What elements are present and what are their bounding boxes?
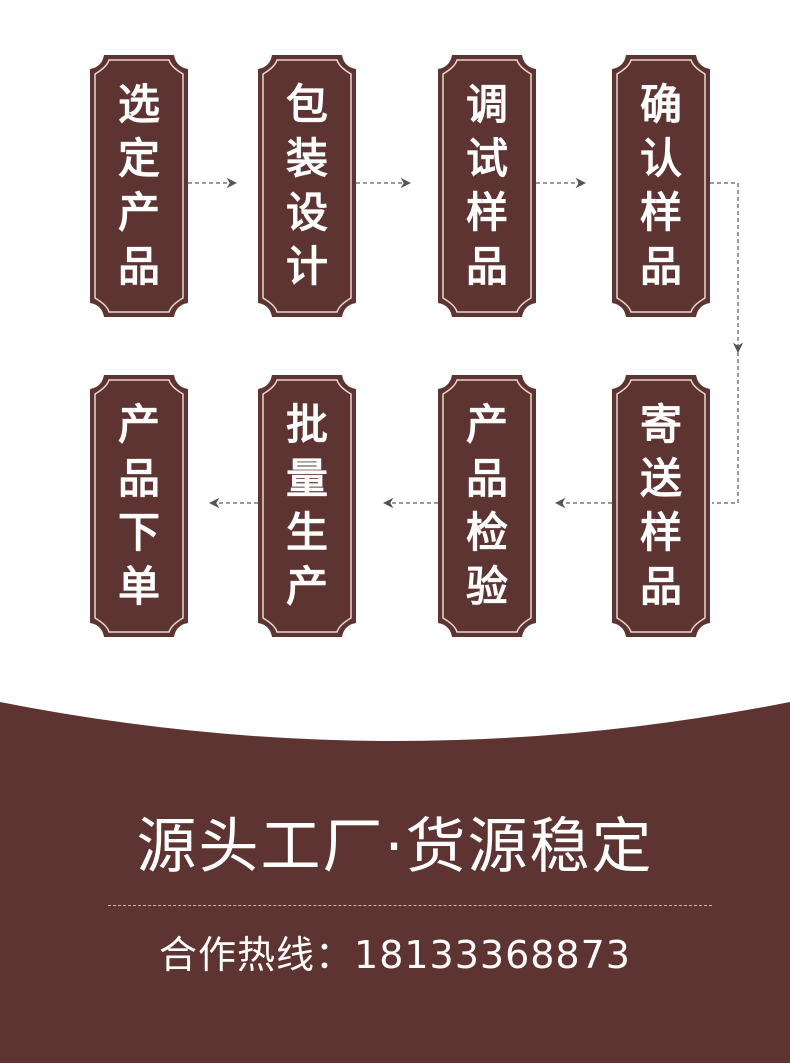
step-product-inspection: 产品检验 [438,375,536,637]
step-label-char: 送 [639,454,682,503]
step-label-char: 产 [117,188,160,237]
step-label-char: 调 [465,80,508,129]
plate-fill [90,375,188,637]
step-label-char: 品 [639,562,682,611]
footer-curve-shape [0,702,790,1063]
hotline-text: 合作热线：18133368873 [159,933,631,977]
step-label-char: 批 [285,400,328,449]
step-label-char: 品 [117,242,160,291]
step-plate-shape [612,55,710,317]
step-plate-shape [258,55,356,317]
step-label-char: 计 [285,242,328,291]
plate-fill [438,55,536,317]
plate-fill [258,375,356,637]
step-label-char: 样 [639,188,682,237]
step-label: 产品下单 [90,399,188,613]
step-label-char: 产 [465,400,508,449]
plate-inner-border [262,59,352,313]
step-select-product: 选定产品 [90,55,188,317]
plate-fill [612,55,710,317]
step-plate-shape [438,55,536,317]
step-package-design: 包装设计 [258,55,356,317]
step-label-char: 检 [465,508,508,557]
step-label-char: 验 [465,562,508,611]
step-label-char: 认 [639,134,682,183]
step-adjust-sample: 调试样品 [438,55,536,317]
footer-divider [108,905,712,906]
step-label: 批量生产 [258,399,356,613]
step-label-char: 选 [117,80,160,129]
step-label: 产品检验 [438,399,536,613]
connector-4-5 [710,182,744,354]
step-label-char: 单 [117,562,160,611]
step-label-char: 样 [465,188,508,237]
step-label-char: 产 [285,562,328,611]
step-label-char: 试 [465,134,508,183]
step-plate-shape [258,375,356,637]
plate-fill [438,375,536,637]
step-label-char: 样 [639,508,682,557]
step-label-char: 定 [117,134,160,183]
step-label-char: 寄 [639,400,682,449]
step-plate-shape [438,375,536,637]
step-label-char: 品 [465,242,508,291]
plate-fill [258,55,356,317]
slogan-text: 源头工厂·货源稳定 [136,812,654,882]
plate-inner-border [262,379,352,633]
plate-inner-border [616,379,706,633]
step-label-char: 确 [639,80,682,129]
step-ship-sample: 寄送样品 [612,375,710,637]
step-label-char: 生 [285,508,328,557]
plate-inner-border [442,379,532,633]
plate-inner-border [442,59,532,313]
step-label: 确认样品 [612,79,710,293]
step-label-char: 品 [639,242,682,291]
step-label-char: 品 [465,454,508,503]
step-mass-production: 批量生产 [258,375,356,637]
step-confirm-sample: 确认样品 [612,55,710,317]
step-plate-shape [90,375,188,637]
step-plate-shape [612,375,710,637]
step-label: 寄送样品 [612,399,710,613]
flow-connectors [188,177,744,509]
step-label: 包装设计 [258,79,356,293]
step-label-char: 量 [285,454,328,503]
plate-inner-border [94,59,184,313]
step-label: 调试样品 [438,79,536,293]
step-label-char: 包 [285,80,328,129]
plate-fill [612,375,710,637]
step-label-char: 产 [117,400,160,449]
footer-banner [0,680,790,1063]
step-place-order: 产品下单 [90,375,188,637]
step-label: 选定产品 [90,79,188,293]
step-label-char: 品 [117,454,160,503]
connector-4-5-tail [712,352,739,504]
step-plate-shape [90,55,188,317]
step-label-char: 装 [285,134,328,183]
step-label-char: 设 [285,188,328,237]
plate-inner-border [616,59,706,313]
plate-fill [90,55,188,317]
plate-inner-border [94,379,184,633]
step-label-char: 下 [117,508,160,557]
